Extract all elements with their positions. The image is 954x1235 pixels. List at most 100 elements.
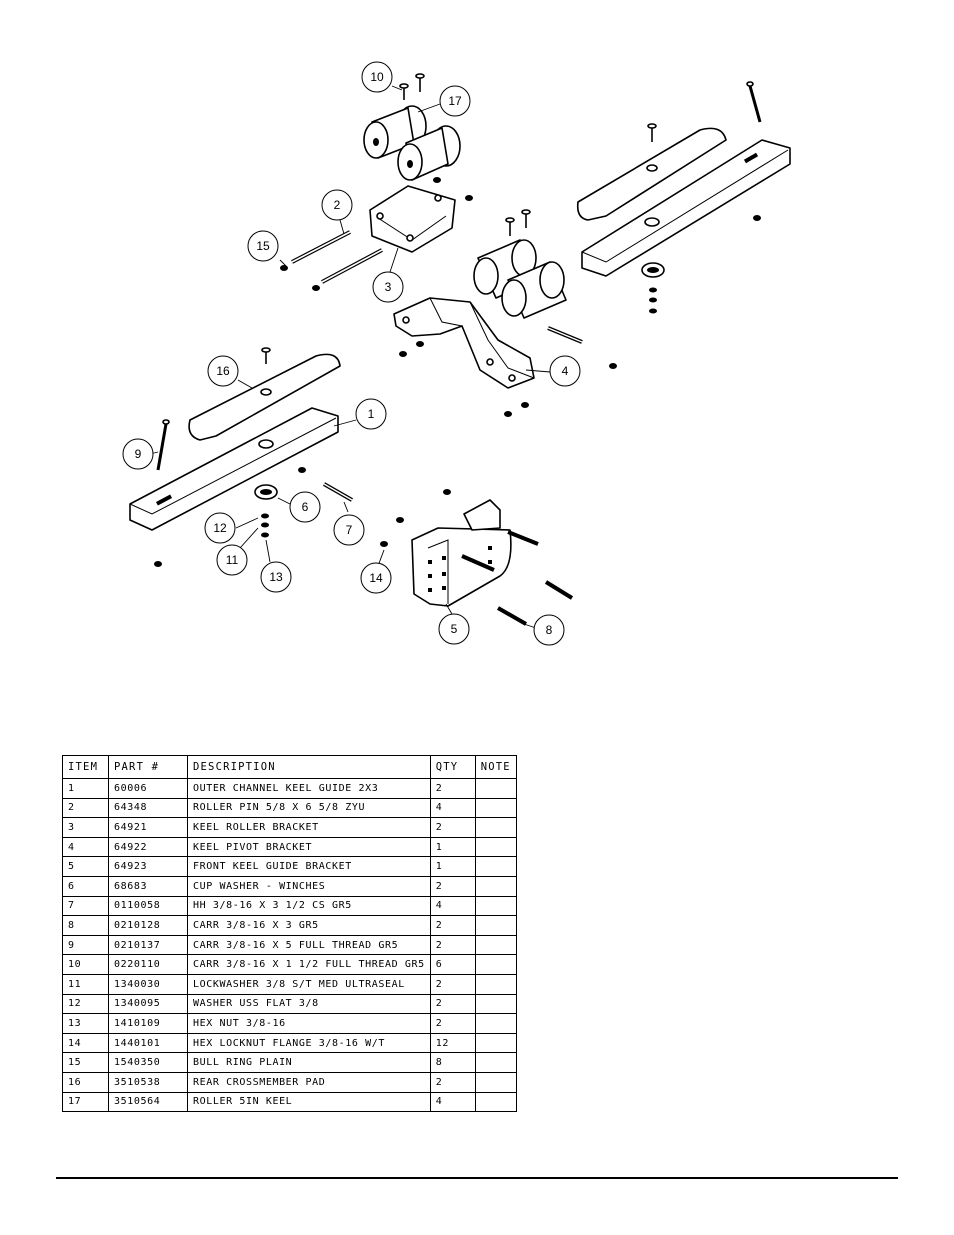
- cell-part-number: 0210137: [108, 934, 188, 956]
- cell-note: [474, 1032, 517, 1054]
- cell-description: CARR 3/8-16 X 1 1/2 FULL THREAD GR5: [187, 954, 431, 975]
- cell-note: [474, 797, 517, 819]
- cell-part-number: 0110058: [108, 895, 188, 917]
- cell-part-number: 1410109: [108, 1013, 188, 1034]
- locknut-e: [609, 363, 617, 369]
- callout-8: 8: [533, 614, 565, 646]
- exploded-parts-diagram: 1 2 3 4 5 6 7 8 9 10 11 12 13 14 15 16 1…: [122, 61, 791, 646]
- callout-14-label: 14: [369, 571, 383, 585]
- cell-description: LOCKWASHER 3/8 S/T MED ULTRASEAL: [187, 973, 431, 995]
- cell-note: [474, 1071, 517, 1093]
- cell-item: 9: [62, 934, 109, 956]
- locknut-g: [521, 402, 529, 408]
- cell-part-number: 3510538: [108, 1071, 188, 1093]
- cell-item: 16: [62, 1071, 109, 1093]
- cell-part-number: 1340030: [108, 973, 188, 995]
- cell-item: 3: [62, 817, 109, 838]
- cell-description: HEX NUT 3/8-16: [187, 1013, 431, 1034]
- bolt-middle-pair: [505, 209, 531, 236]
- callout-9-label: 9: [135, 447, 142, 461]
- roller-pin-pair: [291, 230, 383, 284]
- cell-item: 10: [62, 954, 109, 975]
- bull-ring-a: [280, 265, 288, 271]
- cell-note: [474, 1091, 517, 1113]
- header-note: NOTE: [474, 755, 517, 779]
- cell-note: [474, 836, 517, 858]
- cell-description: HEX LOCKNUT FLANGE 3/8-16 W/T: [187, 1032, 431, 1054]
- cell-item: 14: [62, 1032, 109, 1054]
- cell-part-number: 3510564: [108, 1091, 188, 1113]
- cell-qty: 2: [429, 915, 476, 936]
- cell-description: OUTER CHANNEL KEEL GUIDE 2X3: [187, 778, 431, 799]
- callout-6: 6: [289, 491, 321, 523]
- roller-5in-keel-top: [363, 105, 461, 181]
- locknut-j: [154, 561, 162, 567]
- cell-part-number: 64922: [108, 836, 188, 858]
- callout-6-label: 6: [302, 500, 309, 514]
- locknut-k: [396, 517, 404, 523]
- locknut-d: [416, 341, 424, 347]
- hex-bolt-pivot: [547, 326, 583, 344]
- cell-description: REAR CROSSMEMBER PAD: [187, 1071, 431, 1093]
- keel-roller-bracket: [369, 185, 456, 253]
- cell-qty: 2: [429, 934, 476, 956]
- cell-description: ROLLER 5IN KEEL: [187, 1091, 431, 1113]
- callout-11-label: 11: [226, 553, 239, 567]
- keel-pivot-bracket: [393, 297, 535, 389]
- locknut-l: [443, 489, 451, 495]
- cell-description: FRONT KEEL GUIDE BRACKET: [187, 856, 431, 877]
- rear-crossmember-pad-right: [576, 127, 727, 221]
- cell-item: 2: [62, 797, 109, 819]
- nut-a: [433, 177, 441, 183]
- cell-item: 8: [62, 915, 109, 936]
- cell-note: [474, 895, 517, 917]
- callout-16: 16: [207, 355, 239, 387]
- locknut-f: [504, 411, 512, 417]
- callout-7: 7: [333, 514, 365, 546]
- cell-part-number: 1340095: [108, 993, 188, 1015]
- cell-description: KEEL ROLLER BRACKET: [187, 817, 431, 838]
- cell-note: [474, 778, 517, 799]
- outer-channel-keel-guide-left: [129, 407, 339, 531]
- callout-13-label: 13: [269, 570, 283, 584]
- carriage-bolt-top-pair: [399, 73, 425, 100]
- cell-description: CARR 3/8-16 X 3 GR5: [187, 915, 431, 936]
- cell-note: [474, 1013, 517, 1034]
- callout-2: 2: [321, 189, 353, 221]
- callout-11: 11: [216, 544, 248, 576]
- cell-note: [474, 934, 517, 956]
- locknut-i: [298, 467, 306, 473]
- cell-description: ROLLER PIN 5/8 X 6 5/8 ZYU: [187, 797, 431, 819]
- cell-description: KEEL PIVOT BRACKET: [187, 836, 431, 858]
- callout-12: 12: [204, 512, 236, 544]
- cell-qty: 4: [429, 1091, 476, 1113]
- callout-5-label: 5: [451, 622, 458, 636]
- cell-qty: 2: [429, 778, 476, 799]
- cell-description: CUP WASHER - WINCHES: [187, 875, 431, 897]
- cell-part-number: 1540350: [108, 1052, 188, 1073]
- cell-qty: 8: [429, 1052, 476, 1073]
- cell-qty: 1: [429, 856, 476, 877]
- callout-4-label: 4: [562, 364, 569, 378]
- cell-part-number: 64923: [108, 856, 188, 877]
- outer-channel-keel-guide-right: [581, 139, 791, 277]
- cell-qty: 6: [429, 954, 476, 975]
- callout-12-label: 12: [213, 521, 227, 535]
- cell-note: [474, 915, 517, 936]
- bull-ring-b: [312, 285, 320, 291]
- callout-7-label: 7: [346, 523, 353, 537]
- carriage-bolts-front: [461, 530, 574, 626]
- callout-8-label: 8: [546, 623, 553, 637]
- cell-note: [474, 1052, 517, 1073]
